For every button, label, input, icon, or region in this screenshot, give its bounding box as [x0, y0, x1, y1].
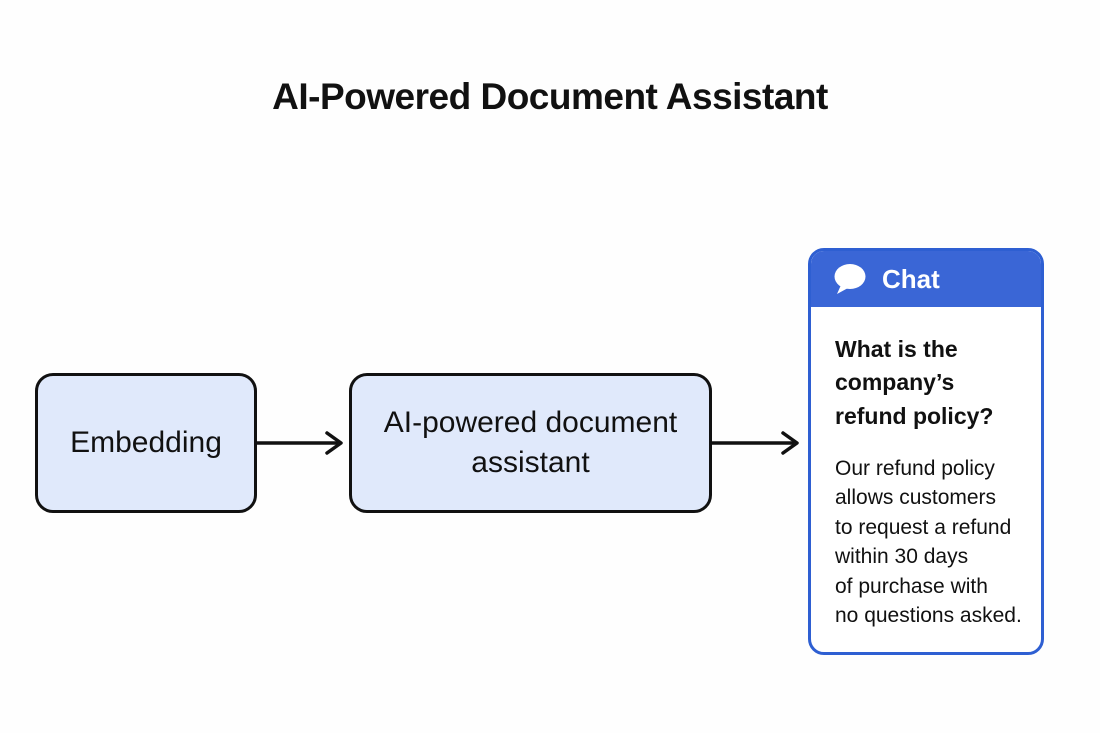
arrow-right-icon: [256, 431, 343, 455]
arrow-right-icon: [712, 431, 799, 455]
chat-answer-message: Our refund policy allows customers to re…: [835, 457, 1022, 627]
flow-node-assistant-label: AI-powered document assistant: [383, 405, 678, 480]
flow-node-assistant: AI-powered document assistant: [349, 373, 712, 513]
chat-body: What is the company’s refund policy? Our…: [811, 307, 1041, 630]
chat-panel: Chat What is the company’s refund policy…: [808, 248, 1044, 655]
chat-header-label: Chat: [882, 263, 940, 294]
flow-node-embedding-label: Embedding: [70, 425, 222, 459]
chat-question-message: What is the company’s refund policy?: [835, 336, 994, 429]
speech-bubble-icon: [834, 264, 866, 294]
flow-node-embedding: Embedding: [35, 373, 257, 513]
chat-panel-header: Chat: [811, 251, 1041, 307]
page-title: AI-Powered Document Assistant: [272, 76, 828, 117]
